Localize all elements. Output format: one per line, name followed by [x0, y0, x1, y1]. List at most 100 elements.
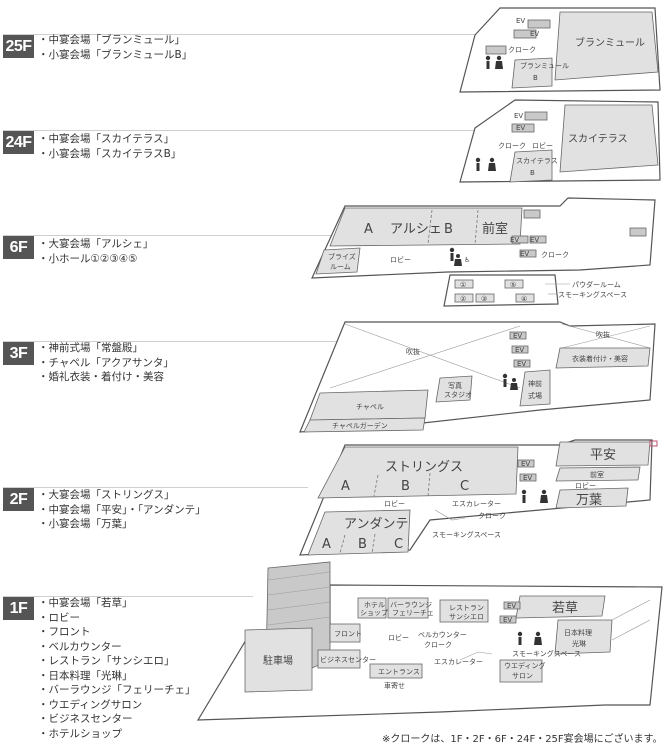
room-andante[interactable] [307, 509, 411, 556]
list-item: ・フロント [38, 626, 91, 638]
escalator-label: エスカレーター [434, 657, 483, 666]
room-blanc-mur-b[interactable] [511, 57, 553, 89]
list-item: ・日本料理「光琳」 [38, 669, 133, 682]
room-japanese[interactable] [554, 619, 613, 655]
elevator [529, 235, 547, 244]
room-label: ホテル [364, 601, 385, 609]
room-photo-studio[interactable] [435, 375, 473, 403]
room-parking[interactable] [244, 627, 313, 693]
ev-label: EV [530, 30, 539, 38]
elevator [511, 235, 529, 244]
room-label: ブランミュール [520, 61, 569, 70]
hall-label: ① [460, 281, 466, 289]
room-label: チャペル [356, 403, 384, 411]
list-item: ・ホテルショップ [38, 727, 122, 740]
room-strings[interactable] [317, 446, 519, 499]
list-item: ・小宴会場「スカイテラスB」 [38, 147, 182, 160]
elevator [503, 601, 521, 610]
lobby-label: ロビー [390, 255, 411, 264]
elevator [527, 19, 551, 29]
restroom-icon [485, 55, 503, 69]
restroom-icon [517, 631, 542, 645]
room-label: バーラウンジ [390, 601, 432, 609]
room-label: 前室 [482, 221, 508, 237]
room-bar-felice[interactable] [387, 597, 429, 619]
front-desk[interactable] [329, 623, 361, 643]
room-arche[interactable] [329, 207, 523, 247]
list-item: ・バーラウンジ「フェリーチェ」 [38, 684, 196, 696]
room-label: 写真 [448, 381, 462, 390]
floor-label-6f: 6F [3, 236, 34, 259]
list-item: ・ウエディングサロン [38, 698, 143, 711]
facility-list-6f: ・大宴会場「アルシェ」 ・小ホール①②③④⑤ [38, 237, 153, 266]
small-hall-5[interactable] [504, 279, 524, 289]
room-chapel-garden[interactable] [303, 417, 426, 433]
facility-list-2f: ・大宴会場「ストリングス」 ・中宴会場「平安」・「アンダンテ」 ・小宴会場「万葉… [38, 488, 206, 532]
room-label: 前室 [590, 470, 604, 479]
room-label: フロント [334, 630, 362, 638]
small-hall-2[interactable] [454, 293, 474, 303]
room-sky-terrace-b[interactable] [509, 149, 553, 183]
plan-6f: A アルシェ B 前室 ブライズ ルーム ロビー クローク EV EV EV パ… [311, 197, 656, 307]
ev-label: EV [520, 250, 529, 258]
plan-25f: ブランミュール ブランミュール B クローク EV EV [459, 7, 661, 93]
list-item: ・レストラン「サンシエロ」 [38, 655, 175, 667]
stairs [485, 45, 507, 55]
room-blanc-mur[interactable] [554, 11, 659, 81]
floor-rule-24f [3, 130, 493, 131]
list-item: ・小宴会場「ブランミュールB」 [38, 48, 193, 61]
void-label: 吹抜 [596, 330, 610, 339]
elevator [519, 473, 537, 482]
floor-rule-6f [3, 235, 343, 236]
room-manyo[interactable] [555, 487, 629, 509]
list-item: ・小ホール①②③④⑤ [38, 252, 138, 265]
list-item: ・小宴会場「万葉」 [38, 518, 133, 530]
small-hall-1[interactable] [454, 279, 474, 289]
room-costume[interactable] [555, 347, 651, 369]
room-label: 式場 [528, 391, 542, 400]
room-label: 日本料理 [564, 628, 592, 637]
restroom-icon [449, 247, 462, 266]
room-label: A [341, 479, 350, 494]
ev-label: EV [516, 124, 525, 132]
room-sky-terrace[interactable] [559, 104, 659, 173]
hall-label: ④ [521, 295, 527, 303]
floor-label-2f: 2F [3, 488, 34, 511]
plan-24f: スカイテラス スカイテラス B クローク ロビー EV EV [459, 99, 661, 183]
room-label: スカイテラス [516, 157, 558, 165]
elevator [513, 359, 531, 368]
lobby-label: ロビー [575, 481, 596, 490]
room-business-center[interactable] [317, 649, 361, 669]
floor-label-25f: 25F [3, 35, 34, 58]
restroom-icon [521, 489, 548, 503]
room-wakakusa[interactable] [515, 595, 606, 619]
room-heian-front[interactable] [555, 466, 641, 482]
room-hotel-shop[interactable] [357, 597, 387, 619]
room-label: ウエディング [504, 661, 546, 670]
small-hall-4[interactable] [515, 293, 535, 303]
room-heian[interactable] [555, 441, 651, 467]
cloak-note: ※クロークは、1F・2F・6F・24F・25F宴会場にございます。 [382, 734, 663, 745]
room-label: ショップ [360, 609, 388, 617]
hall-label: ② [460, 295, 466, 303]
room-wedding-salon[interactable] [499, 659, 543, 683]
list-item: ・大宴会場「アルシェ」 [38, 238, 154, 250]
list-item: ・ビジネスセンター [38, 713, 133, 725]
ev-label: EV [503, 616, 512, 624]
ev-label: EV [530, 236, 539, 244]
room-label: 駐車場 [263, 654, 293, 667]
floor-rule-1f [3, 596, 253, 597]
room-label: ストリングス [385, 460, 463, 475]
room-bride[interactable] [315, 247, 361, 275]
room-shrine[interactable] [519, 369, 551, 407]
ev-label: EV [523, 474, 532, 482]
entrance[interactable] [369, 663, 423, 679]
ev-label: EV [510, 236, 519, 244]
room-label: ルーム [330, 263, 351, 271]
small-hall-3[interactable] [475, 293, 495, 303]
elevator [524, 111, 548, 121]
room-restaurant[interactable] [439, 599, 489, 623]
list-item: ・ベルカウンター [38, 640, 122, 653]
room-label: サロン [512, 672, 533, 680]
